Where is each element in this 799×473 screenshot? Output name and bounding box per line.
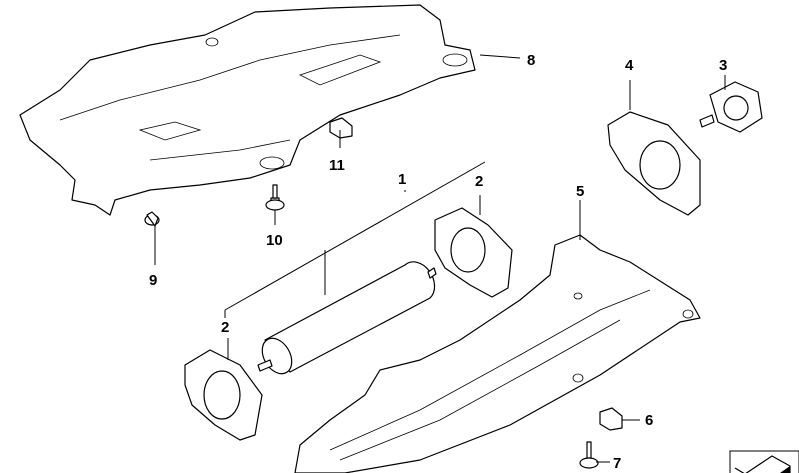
part-2-bracket-lower[interactable] (184, 349, 263, 441)
part-9-clip[interactable] (144, 211, 160, 227)
callout-7[interactable]: 7 (613, 455, 622, 472)
callout-4[interactable]: 4 (625, 57, 634, 74)
callout-2-upper[interactable]: 2 (475, 173, 484, 190)
callout-10[interactable]: 10 (266, 232, 283, 249)
part-7-screw[interactable] (579, 441, 599, 469)
part-8-shield[interactable] (19, 4, 476, 216)
part-5-plate[interactable] (294, 234, 701, 473)
callout-11[interactable]: 11 (329, 157, 345, 174)
part-11-clip[interactable] (329, 117, 353, 139)
callout-3[interactable]: 3 (719, 57, 728, 74)
diagram-orientation-icon (729, 450, 799, 473)
callout-2-lower[interactable]: 2 (221, 319, 230, 336)
part-1-filter[interactable] (256, 261, 437, 379)
leader-lines (154, 54, 726, 463)
callout-1[interactable]: 1 (398, 171, 407, 188)
callout-9[interactable]: 9 (149, 272, 158, 289)
callout-8[interactable]: 8 (527, 52, 536, 69)
part-2-bracket-upper[interactable] (434, 207, 513, 298)
part-10-screw[interactable] (265, 184, 285, 211)
part-6-clip[interactable] (599, 407, 623, 431)
part-3-valve[interactable] (699, 81, 763, 133)
part-4-bracket[interactable] (607, 111, 701, 216)
callout-6[interactable]: 6 (645, 412, 654, 429)
callout-5[interactable]: 5 (576, 183, 585, 200)
